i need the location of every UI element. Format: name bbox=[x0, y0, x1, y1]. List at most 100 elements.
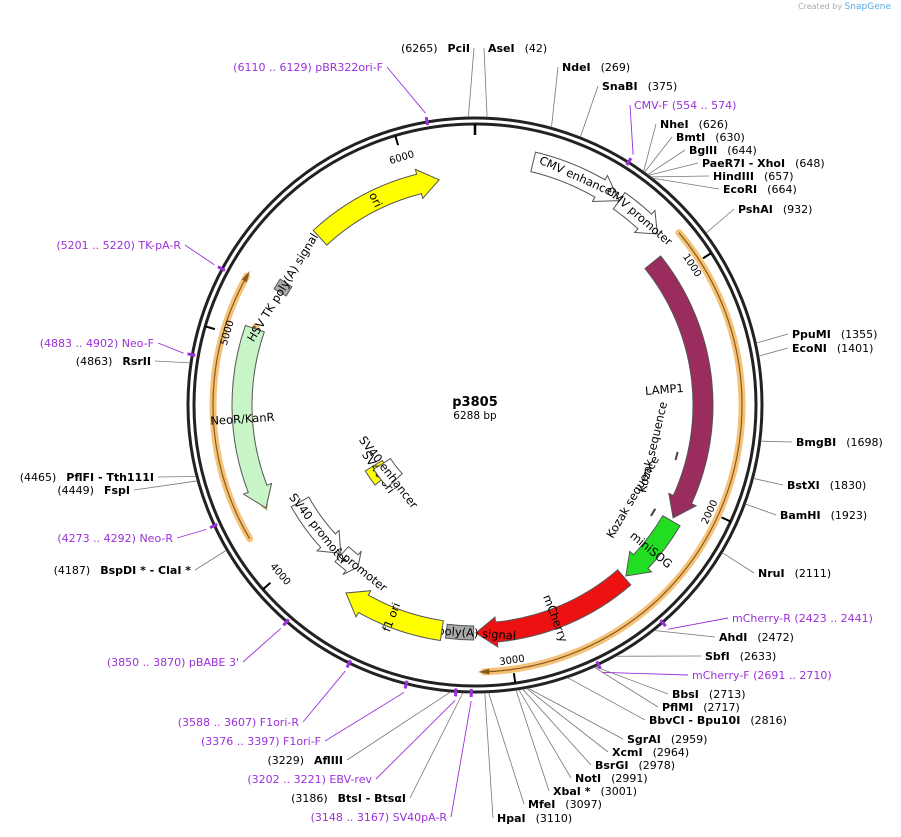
site-pshai[interactable]: PshAI(932) bbox=[738, 203, 812, 216]
snapgene-logo-text: SnapGene bbox=[844, 2, 891, 12]
primer-label[interactable]: CMV-F (554 .. 574) bbox=[634, 99, 736, 112]
primer-label[interactable]: (4273 .. 4292) Neo-R bbox=[57, 532, 173, 545]
primer-mark bbox=[403, 680, 409, 689]
bp-tick bbox=[702, 252, 712, 260]
site-hindiii[interactable]: HindIII(657) bbox=[713, 170, 794, 183]
site-position: (644) bbox=[727, 144, 757, 157]
site-leader-line bbox=[567, 677, 646, 721]
site-fspi[interactable]: (4449)FspI bbox=[57, 484, 130, 497]
site-bspdi-clai[interactable]: (4187)BspDI * - ClaI * bbox=[54, 564, 192, 577]
site-position: (2964) bbox=[653, 746, 690, 759]
site-bstxi[interactable]: BstXI(1830) bbox=[787, 479, 866, 492]
site-leader-line bbox=[753, 478, 784, 486]
primer-label[interactable]: mCherry-R (2423 .. 2441) bbox=[732, 612, 873, 625]
site-hpai[interactable]: HpaI(3110) bbox=[497, 812, 572, 825]
feature-neor-kanr-label: NeoR/KanR bbox=[210, 410, 275, 428]
site-mfei[interactable]: MfeI(3097) bbox=[528, 798, 602, 811]
primer-label[interactable]: (3202 .. 3221) EBV-rev bbox=[247, 773, 372, 786]
site-ppumi[interactable]: PpuMI(1355) bbox=[792, 328, 877, 341]
feature-cmv-promoter-arrow[interactable] bbox=[612, 191, 658, 235]
primer-mark bbox=[453, 688, 458, 697]
site-paer7i-xhoi[interactable]: PaeR7I - XhoI(648) bbox=[702, 157, 825, 170]
primer-mark bbox=[209, 522, 218, 530]
site-noti[interactable]: NotI(2991) bbox=[575, 772, 648, 785]
site-position: (269) bbox=[601, 61, 631, 74]
site-econi[interactable]: EcoNI (1401) bbox=[792, 342, 873, 355]
site-leader-line bbox=[760, 440, 793, 443]
tick-label: 5000 bbox=[219, 319, 237, 347]
site-enzyme: FspI bbox=[104, 484, 130, 497]
primer-label[interactable]: (6110 .. 6129) pBR322ori-F bbox=[233, 61, 383, 74]
site-ecori[interactable]: EcoRI(664) bbox=[723, 183, 797, 196]
site-pcii[interactable]: (6265)PciI bbox=[401, 42, 470, 55]
primer-label[interactable]: (5201 .. 5220) TK-pA-R bbox=[56, 239, 181, 252]
primer-label[interactable]: (3850 .. 3870) pBABE 3' bbox=[107, 656, 239, 669]
primer-mark bbox=[217, 265, 226, 272]
site-leader-line bbox=[745, 503, 777, 516]
credit-prefix: Created by bbox=[798, 2, 843, 11]
site-leader-line bbox=[194, 549, 227, 571]
site-position: (1355) bbox=[841, 328, 878, 341]
feature-lamp1-arrow[interactable] bbox=[644, 255, 714, 519]
site-bamhi[interactable]: BamHI(1923) bbox=[780, 509, 867, 522]
site-enzyme: BbsI bbox=[672, 688, 699, 701]
site-enzyme: BmtI bbox=[676, 131, 705, 144]
feature-ori-arrow[interactable] bbox=[312, 168, 440, 246]
feature-minisog-arrow[interactable] bbox=[625, 515, 681, 577]
site-enzyme: MfeI bbox=[528, 798, 555, 811]
primer-label[interactable]: (3376 .. 3397) F1ori-F bbox=[201, 735, 321, 748]
site-bglii[interactable]: BglII(644) bbox=[689, 144, 757, 157]
site-xbai[interactable]: XbaI *(3001) bbox=[553, 785, 637, 798]
site-pflfi-tth111i[interactable]: (4465)PflFI - Tth111I bbox=[20, 471, 154, 484]
site-position: (2816) bbox=[750, 714, 787, 727]
site-position: (1401) bbox=[837, 342, 874, 355]
site-snabi[interactable]: SnaBI(375) bbox=[602, 80, 677, 93]
feature-hsv-tk-poly-a-signal-arrow[interactable] bbox=[273, 278, 293, 297]
site-leader-line bbox=[580, 85, 599, 138]
site-bbsi[interactable]: BbsI(2713) bbox=[672, 688, 745, 701]
site-position: (3229) bbox=[267, 754, 304, 767]
feature-sv40-poly-a-signal-arrow[interactable] bbox=[444, 623, 475, 641]
site-sgrai[interactable]: SgrAI(2959) bbox=[627, 733, 707, 746]
primer-label[interactable]: (3588 .. 3607) F1ori-R bbox=[178, 716, 300, 729]
site-pflmi[interactable]: PflMI(2717) bbox=[662, 701, 740, 714]
site-bmgbi[interactable]: BmgBI(1698) bbox=[796, 436, 883, 449]
orf-bands bbox=[209, 229, 746, 676]
site-xcmi[interactable]: XcmI(2964) bbox=[612, 746, 689, 759]
primer-mark bbox=[187, 352, 196, 357]
primer-label[interactable]: mCherry-F (2691 .. 2710) bbox=[692, 669, 832, 682]
feature-cmv-enhancer-arrow[interactable] bbox=[530, 151, 620, 203]
site-nhei[interactable]: NheI(626) bbox=[660, 118, 728, 131]
primer-label[interactable]: (3148 .. 3167) SV40pA-R bbox=[311, 811, 448, 824]
feature-ampr-promoter-arrow[interactable] bbox=[334, 545, 362, 576]
site-bmti[interactable]: BmtI(630) bbox=[676, 131, 745, 144]
feature-sv40-enhancer-arrow[interactable] bbox=[372, 457, 403, 488]
primer-label[interactable]: (4883 .. 4902) Neo-F bbox=[40, 337, 154, 350]
primer-leader-line bbox=[302, 670, 346, 723]
site-leader-line bbox=[467, 47, 475, 118]
feature-mcherry-arrow[interactable] bbox=[475, 569, 632, 648]
feature-sv40-promoter-arrow[interactable] bbox=[290, 496, 342, 554]
site-ahdi[interactable]: AhdI(2472) bbox=[719, 631, 794, 644]
primer-leader-line bbox=[602, 671, 689, 676]
site-enzyme: EcoNI bbox=[792, 342, 827, 355]
feature-kozak-sequence-mark[interactable] bbox=[674, 451, 679, 461]
site-bbvci-bpu10i[interactable]: BbvCI - Bpu10I(2816) bbox=[649, 714, 787, 727]
site-position: (657) bbox=[764, 170, 794, 183]
site-bsrgi[interactable]: BsrGI(2978) bbox=[595, 759, 675, 772]
site-leader-line bbox=[518, 689, 572, 779]
bp-tick bbox=[262, 582, 272, 591]
feature-f1-ori-arrow[interactable] bbox=[345, 590, 444, 642]
feature-kozak-sequence-mark[interactable] bbox=[650, 508, 657, 517]
feature-neor-kanr-arrow[interactable] bbox=[231, 324, 273, 509]
orf-line bbox=[212, 275, 251, 540]
site-afliii[interactable]: (3229)AflIII bbox=[267, 754, 343, 767]
site-rsrii[interactable]: (4863)RsrII bbox=[76, 355, 151, 368]
site-position: (4187) bbox=[54, 564, 91, 577]
site-btsi-bts-i[interactable]: (3186)BtsI - BtsαI bbox=[291, 792, 406, 805]
site-nrui[interactable]: NruI(2111) bbox=[758, 567, 831, 580]
site-asei[interactable]: AseI(42) bbox=[488, 42, 547, 55]
site-sbfi[interactable]: SbfI(2633) bbox=[705, 650, 776, 663]
site-ndei[interactable]: NdeI(269) bbox=[562, 61, 630, 74]
